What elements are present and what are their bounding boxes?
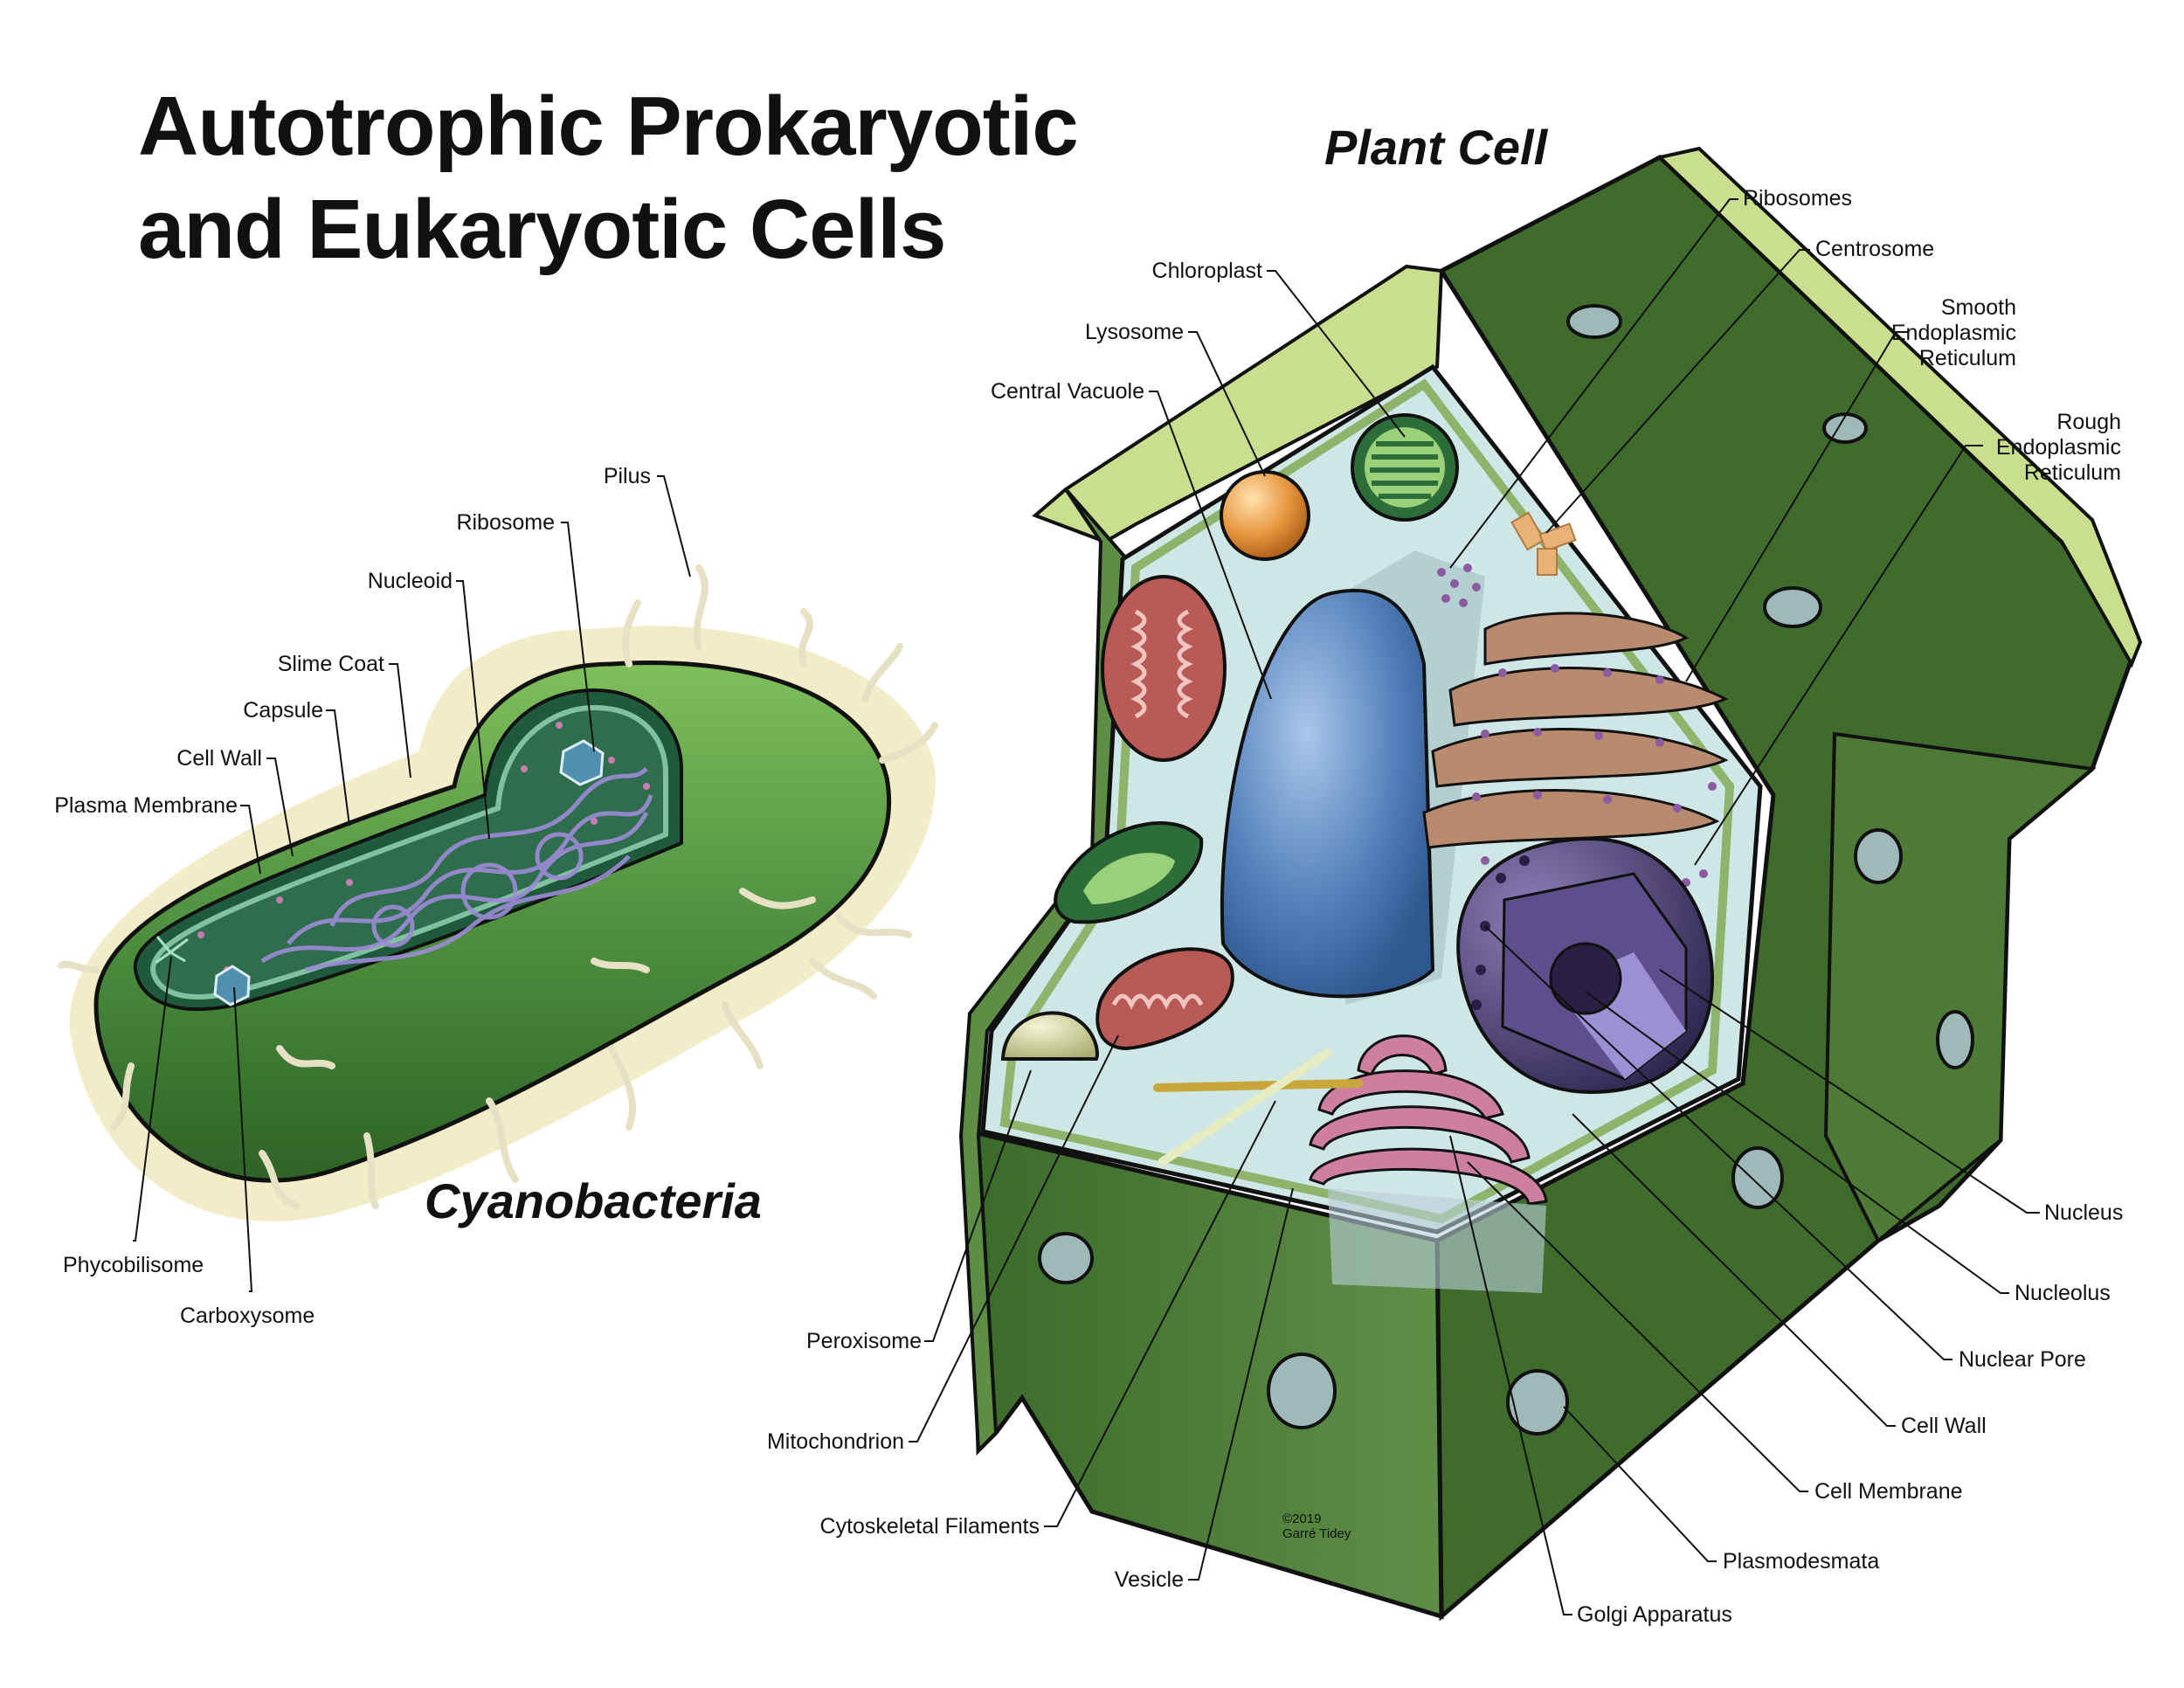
- label-smooth-er: Smooth Endoplasmic Reticulum: [1843, 295, 2016, 371]
- carboxysome-lower: [213, 965, 251, 1007]
- label-nucleolus: Nucleolus: [2015, 1281, 2111, 1305]
- label-bacteria-cell-wall: Cell Wall: [176, 746, 262, 771]
- chloroplast-top: [1351, 413, 1459, 522]
- smooth-er-line-1: Smooth: [1940, 295, 2016, 320]
- label-golgi-apparatus: Golgi Apparatus: [1577, 1602, 1732, 1627]
- central-vacuole: [1220, 588, 1435, 999]
- label-plasma-membrane: Plasma Membrane: [54, 793, 238, 818]
- label-central-vacuole: Central Vacuole: [990, 379, 1144, 404]
- label-chloroplast: Chloroplast: [1151, 259, 1262, 283]
- free-ribosomes: [1437, 564, 1481, 607]
- rough-er-line-1: Rough: [2056, 410, 2121, 434]
- copyright-year: ©2019: [1282, 1512, 1322, 1526]
- lysosome: [1220, 470, 1310, 561]
- copyright-author: Garré Tidey: [1282, 1526, 1351, 1541]
- cell-body: [93, 661, 892, 1183]
- label-capsule: Capsule: [243, 698, 323, 723]
- label-nucleus: Nucleus: [2044, 1200, 2124, 1225]
- cyanobacteria-caption: Cyanobacteria: [425, 1173, 762, 1228]
- rough-er-ribosomes: [1472, 664, 1717, 887]
- phycobilisome: [155, 936, 189, 965]
- rough-er-line-3: Reticulum: [2023, 460, 2121, 485]
- plant-cell-illustration: [958, 146, 2143, 1622]
- label-ribosome: Ribosome: [456, 510, 555, 535]
- pili: [58, 564, 938, 1209]
- nucleus: [1456, 836, 1715, 1095]
- label-slime-coat: Slime Coat: [277, 652, 384, 676]
- label-nucleoid: Nucleoid: [367, 569, 453, 593]
- carboxysome-upper: [559, 739, 605, 786]
- label-rough-er: Rough Endoplasmic Reticulum: [1931, 410, 2121, 486]
- copyright-notice: ©2019 Garré Tidey: [1282, 1512, 1351, 1541]
- page-title: Autotrophic Prokaryotic and Eukaryotic C…: [138, 75, 1079, 281]
- label-carboxysome: Carboxysome: [180, 1304, 315, 1328]
- centrosome: [1510, 511, 1577, 576]
- label-lysosome: Lysosome: [1084, 320, 1184, 344]
- rough-er: [1422, 612, 1729, 849]
- label-plasmodesmata: Plasmodesmata: [1723, 1549, 1880, 1574]
- title-line-1: Autotrophic Prokaryotic: [138, 80, 1079, 173]
- mitochondrion-lower: [1095, 947, 1234, 1051]
- label-phycobilisome: Phycobilisome: [63, 1253, 204, 1277]
- label-mitochondrion: Mitochondrion: [766, 1429, 904, 1454]
- cytoskeletal-filaments: [1153, 1048, 1363, 1166]
- label-peroxisome: Peroxisome: [806, 1329, 922, 1353]
- golgi-apparatus: [1309, 1034, 1548, 1206]
- smooth-er-line-3: Reticulum: [1918, 346, 2016, 370]
- cyanobacteria-illustration: [58, 564, 938, 1221]
- label-nuclear-pore: Nuclear Pore: [1959, 1347, 2086, 1372]
- label-ribosomes: Ribosomes: [1743, 186, 1853, 211]
- label-vesicle: Vesicle: [1114, 1567, 1184, 1592]
- rough-er-line-2: Endoplasmic: [1995, 435, 2121, 460]
- nucleolus: [1549, 942, 1622, 1015]
- peroxisome: [1000, 1011, 1099, 1061]
- label-pilus: Pilus: [603, 464, 651, 488]
- label-cell-membrane: Cell Membrane: [1814, 1479, 1963, 1504]
- label-plant-cell-wall: Cell Wall: [1901, 1414, 1987, 1438]
- label-centrosome: Centrosome: [1815, 237, 1935, 261]
- title-line-2: and Eukaryotic Cells: [138, 183, 946, 276]
- leader-lines: [133, 198, 2040, 1615]
- plant-cell-caption: Plant Cell: [1324, 120, 1548, 175]
- label-cytoskeletal-filaments: Cytoskeletal Filaments: [819, 1514, 1040, 1539]
- chloroplast-left: [1054, 821, 1204, 924]
- mitochondrion-upper: [1101, 575, 1227, 762]
- smooth-er-line-2: Endoplasmic: [1890, 321, 2016, 345]
- plasmodesmata-holes: [1038, 304, 1974, 1435]
